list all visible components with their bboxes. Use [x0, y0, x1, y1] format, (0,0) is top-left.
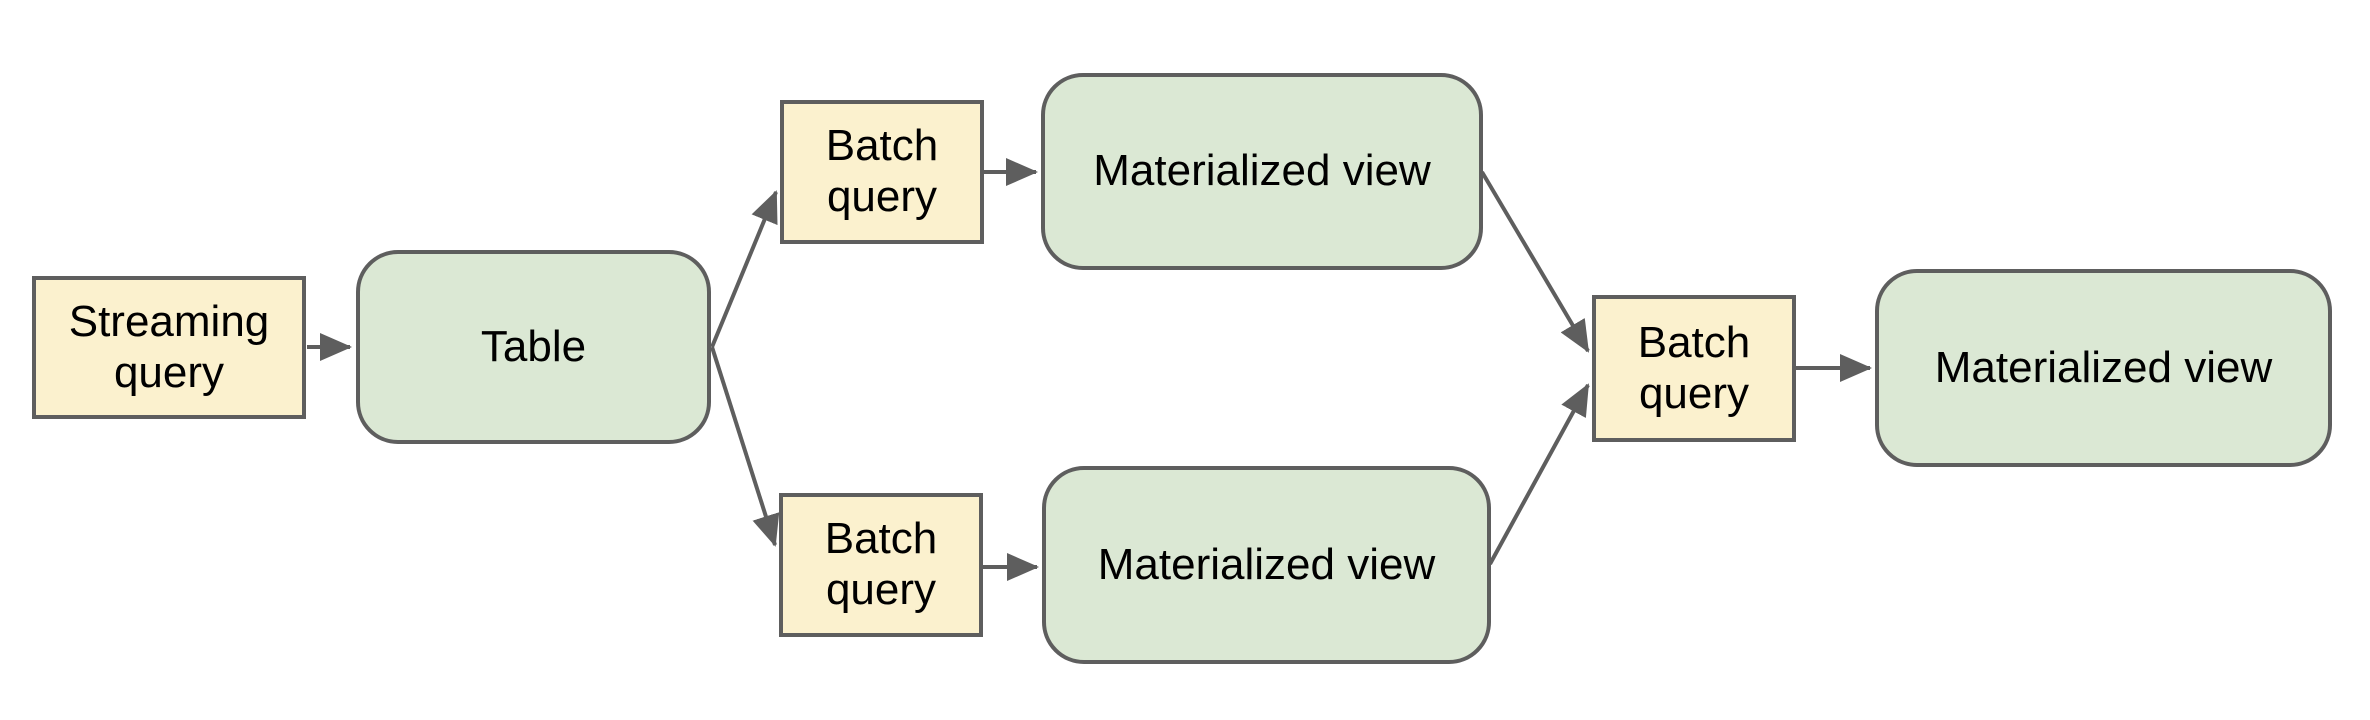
edge-table-to-batch-query-top [710, 190, 778, 348]
node-materialized-view-bottom: Materialized view [1042, 466, 1491, 664]
node-streaming-query-label: Streaming query [68, 296, 270, 397]
node-materialized-view-bottom-label: Materialized view [1097, 539, 1436, 589]
edge-mv-top-to-batch-query-right [1480, 170, 1590, 353]
node-materialized-view-right-label: Materialized view [1934, 342, 2273, 392]
node-streaming-query: Streaming query [32, 276, 306, 419]
node-table: Table [356, 250, 711, 444]
node-batch-query-bottom-label: Batch query [824, 514, 938, 614]
node-materialized-view-right: Materialized view [1875, 269, 2332, 467]
node-batch-query-right: Batch query [1592, 295, 1796, 442]
node-batch-query-top: Batch query [780, 100, 984, 244]
node-materialized-view-top: Materialized view [1041, 73, 1483, 270]
node-batch-query-top-label: Batch query [825, 121, 939, 221]
edge-mv-bottom-to-batch-query-right [1488, 383, 1590, 565]
node-batch-query-right-label: Batch query [1637, 317, 1751, 418]
node-materialized-view-top-label: Materialized view [1093, 146, 1431, 196]
node-batch-query-bottom: Batch query [779, 493, 983, 637]
node-table-label: Table [480, 321, 587, 371]
edge-table-to-batch-query-bottom [710, 346, 780, 547]
